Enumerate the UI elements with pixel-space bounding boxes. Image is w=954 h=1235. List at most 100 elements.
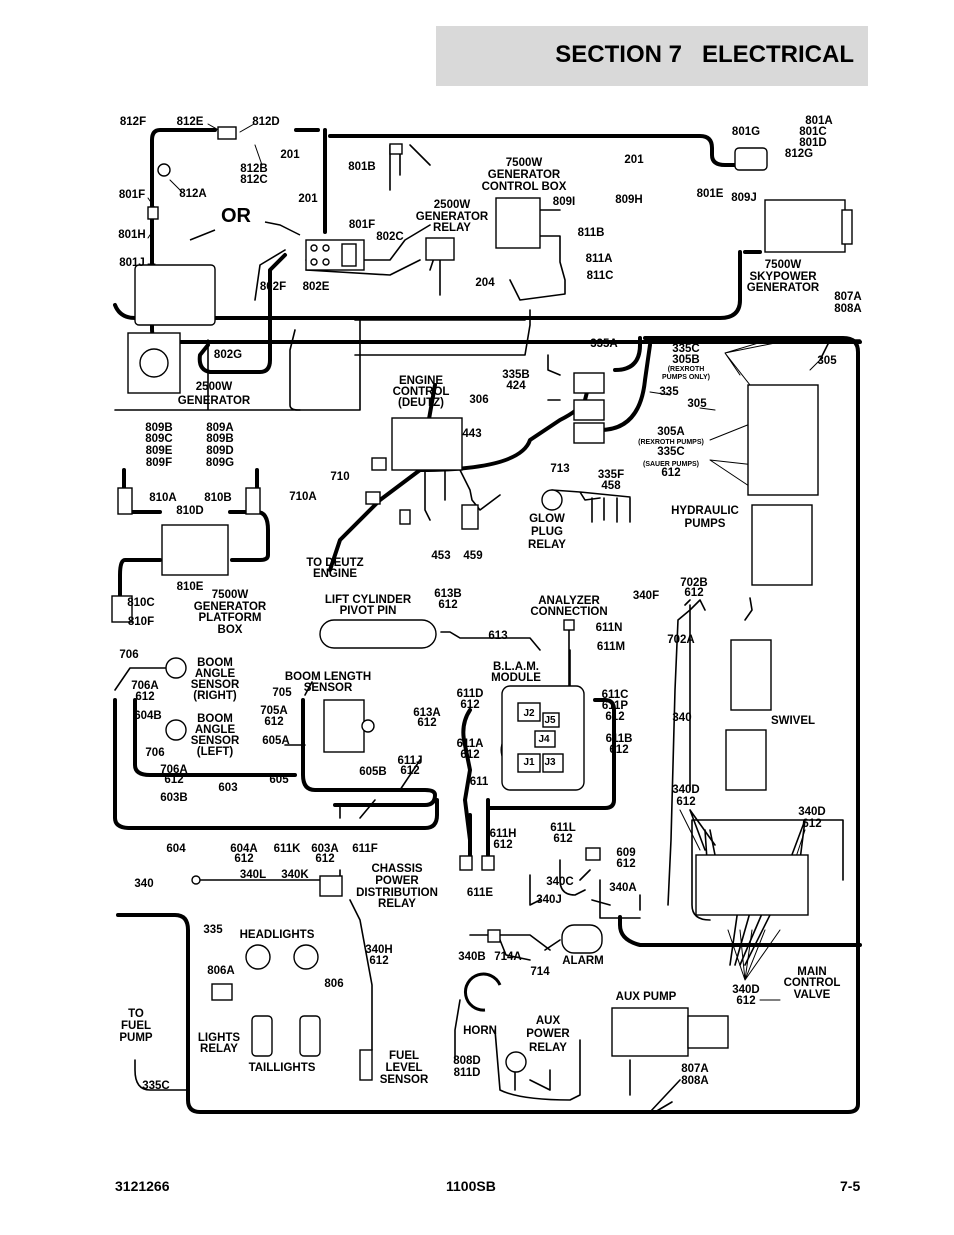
diagram-label: 335C (657, 446, 685, 458)
diagram-label: 612 (605, 711, 624, 723)
diagram-label: 802E (303, 281, 330, 293)
diagram-label: 812E (177, 116, 204, 128)
boom-length-sensor (323, 699, 365, 753)
diagram-label: 340D (798, 806, 826, 818)
diagram-label: PUMPS ONLY) (662, 374, 710, 381)
diagram-label: 611L (550, 822, 576, 834)
blam-j1 (517, 753, 541, 773)
diagram-label: 706A (160, 764, 188, 776)
diagram-label: 801H (118, 229, 146, 241)
diagram-label: 335C (142, 1080, 170, 1092)
diagram-label: LEVEL (385, 1062, 422, 1074)
section-header: SECTION 7 ELECTRICAL (436, 26, 868, 86)
connector-340b (487, 929, 501, 943)
diagram-label: BOOM (197, 657, 233, 669)
diagram-label: 612 (736, 995, 755, 1007)
section-title: SECTION 7 ELECTRICAL (555, 41, 854, 68)
diagram-label: ANALYZER (538, 595, 600, 607)
diagram-label: 611N (596, 622, 623, 634)
chassis-power-distribution-relay (319, 875, 343, 897)
glow-plug-relay (541, 489, 563, 511)
diagram-label: AUX (536, 1015, 561, 1027)
diagram-label: B.L.A.M. (493, 661, 539, 673)
diagram-label: GENERATOR (194, 601, 267, 613)
diagram-label: 611J (398, 755, 423, 767)
diagram-label: 340L (240, 869, 266, 881)
connector-801g (734, 147, 768, 171)
diagram-label: SENSOR (191, 679, 240, 691)
diagram-label: 808A (681, 1075, 709, 1087)
hydraulic-pumps (747, 384, 819, 496)
diagram-label: 340D (732, 984, 760, 996)
diagram-label: 340F (633, 590, 659, 602)
diagram-label: 706A (131, 680, 159, 692)
diagram-label: 7500W (212, 589, 249, 601)
diagram-label: 705 (272, 687, 292, 699)
diagram-label: GENERATOR (488, 169, 561, 181)
diagram-label: 801D (799, 137, 827, 149)
diagram-label: (SAUER PUMPS) (643, 461, 699, 468)
generator-control-box-7500w (495, 197, 541, 249)
connector-810f (111, 595, 133, 623)
connector-459 (461, 504, 479, 530)
swivel-base (725, 729, 767, 791)
diagram-label: 809E (146, 445, 173, 457)
diagram-label: PLUG (531, 526, 563, 538)
diagram-label: 812C (240, 174, 268, 186)
diagram-label: 705A (260, 705, 288, 717)
diagram-label: 340C (546, 876, 574, 888)
taillight-left (251, 1015, 273, 1057)
diagram-label: 604A (230, 843, 258, 855)
diagram-label: TO (128, 1008, 144, 1020)
diagram-label: 611H (490, 828, 517, 840)
diagram-label: LIFT CYLINDER (325, 594, 412, 606)
diagram-label: 809H (615, 194, 643, 206)
diagram-label: 807A (681, 1063, 709, 1075)
diagram-label: TO DEUTZ (306, 557, 363, 569)
diagram-label: 812F (120, 116, 146, 128)
outlet-socket (310, 244, 318, 252)
lights-relay (211, 983, 233, 1001)
diagram-label: CONTROL (393, 386, 450, 398)
diagram-label: 714A (494, 951, 522, 963)
swivel (730, 639, 772, 711)
boom-length-sensor-knob (361, 719, 375, 733)
diagram-label: 613 (488, 630, 507, 642)
aux-power-relay (505, 1051, 527, 1073)
outlet-socket (322, 244, 330, 252)
diagram-label: J4 (538, 734, 550, 745)
diagram-label: 809A (206, 422, 234, 434)
diagram-label: 340D (672, 784, 700, 796)
aux-pump (611, 1007, 689, 1057)
diagram-label: 458 (601, 480, 621, 492)
diagram-label: 340B (458, 951, 486, 963)
diagram-label: SKYPOWER (749, 271, 817, 283)
diagram-label: 609 (616, 847, 635, 859)
diagram-label: 611E (467, 887, 494, 899)
diagram-label: 807A (834, 291, 862, 303)
blam-j3 (542, 753, 564, 773)
diagram-label: MODULE (491, 672, 541, 684)
diagram-label: 613A (413, 707, 441, 719)
diagram-label: 706 (145, 747, 164, 759)
diagram-label: SENSOR (304, 682, 353, 694)
diagram-label: 710 (330, 471, 349, 483)
headlight-left (245, 944, 271, 970)
diagram-label: 714 (530, 966, 550, 978)
diagram-label: 801B (348, 161, 376, 173)
diagram-label: J5 (544, 715, 556, 726)
diagram-label: BOOM (197, 713, 233, 725)
diagram-label: 811A (586, 253, 613, 265)
diagram-label: 612 (400, 765, 419, 777)
diagram-label: TAILLIGHTS (249, 1062, 316, 1074)
diagram-label: 605A (262, 735, 290, 747)
diagram-label: 810D (176, 505, 204, 517)
diagram-label: 802F (260, 281, 286, 293)
connector-609 (585, 847, 601, 861)
diagram-label: 808A (834, 303, 862, 315)
diagram-label: ALARM (562, 955, 604, 967)
diagram-label: 603B (160, 792, 188, 804)
diagram-label: 811B (578, 227, 605, 239)
